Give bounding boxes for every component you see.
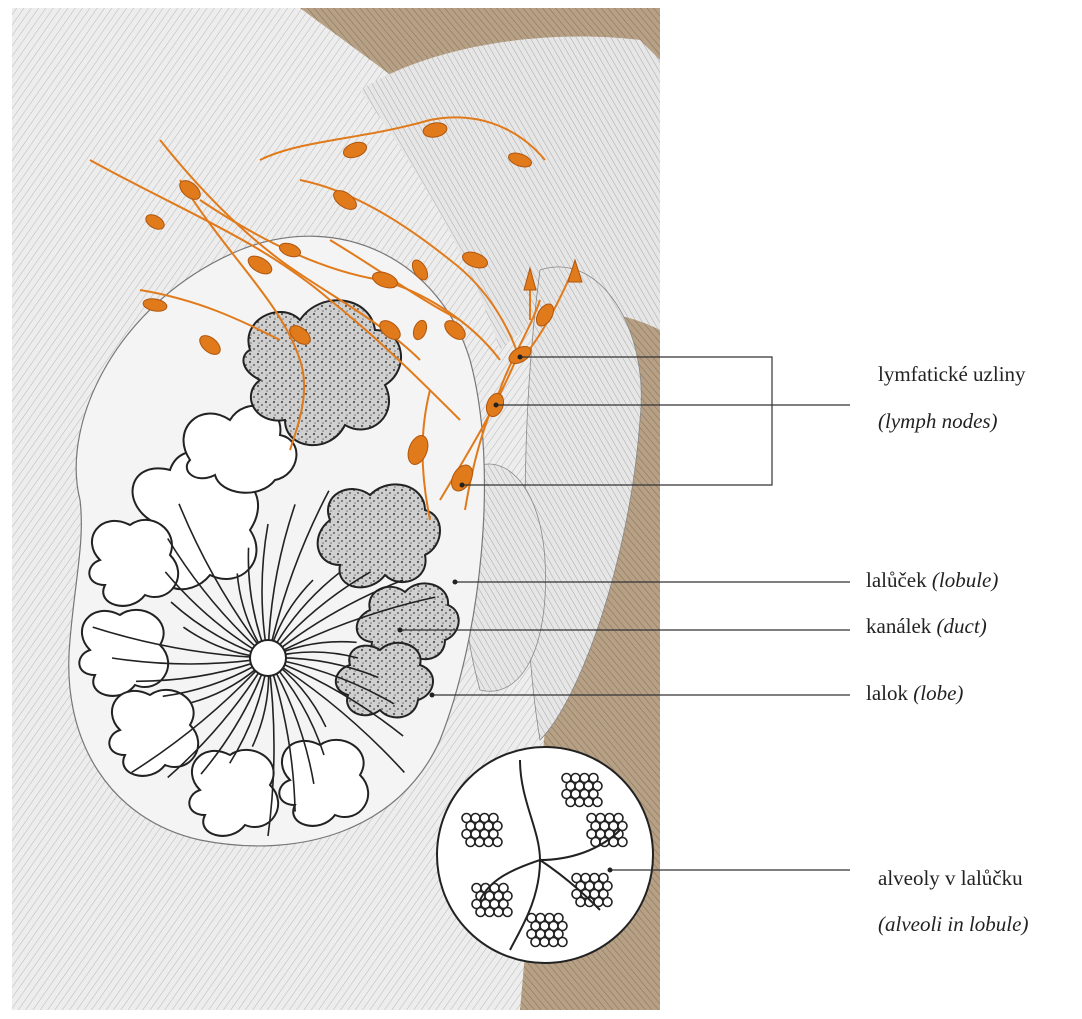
- alveolus: [540, 938, 549, 947]
- alveolus: [575, 798, 584, 807]
- alveolus: [603, 898, 612, 907]
- label-duct-en: (duct): [937, 614, 987, 638]
- label-lobule: lalůček (lobule): [866, 570, 998, 591]
- label-alveoli-cz: alveoly v lalůčku: [878, 866, 1023, 890]
- alveolus: [531, 938, 540, 947]
- alveolus: [494, 908, 503, 917]
- label-lobule-en: (lobule): [932, 568, 998, 592]
- alveolus: [493, 838, 502, 847]
- alveolus: [475, 838, 484, 847]
- label-lymph-nodes: lymfatické uzliny: [878, 364, 1026, 385]
- label-alveoli-en: (alveoli in lobule): [878, 914, 1028, 935]
- alveolus: [476, 908, 485, 917]
- label-duct: kanálek (duct): [866, 616, 987, 637]
- nipple: [250, 640, 286, 676]
- label-lymph-nodes-en-text: (lymph nodes): [878, 409, 998, 433]
- alveolus: [558, 938, 567, 947]
- label-duct-cz: kanálek: [866, 614, 931, 638]
- alveolus: [576, 898, 585, 907]
- label-lobe-cz: lalok: [866, 681, 908, 705]
- alveolus: [593, 798, 602, 807]
- label-lymph-nodes-cz: lymfatické uzliny: [878, 362, 1026, 386]
- alveolus: [485, 908, 494, 917]
- label-lobule-cz: lalůček: [866, 568, 927, 592]
- alveolus: [584, 798, 593, 807]
- label-lobe-en: (lobe): [913, 681, 963, 705]
- alveolus: [503, 908, 512, 917]
- alveoli-inset: [437, 747, 653, 963]
- label-lymph-nodes-en: (lymph nodes): [878, 411, 998, 432]
- label-alveoli: alveoly v lalůčku: [878, 868, 1023, 889]
- alveolus: [466, 838, 475, 847]
- alveolus: [549, 938, 558, 947]
- label-lobe: lalok (lobe): [866, 683, 963, 704]
- alveolus: [618, 838, 627, 847]
- alveolus: [484, 838, 493, 847]
- label-alveoli-en-text: (alveoli in lobule): [878, 912, 1028, 936]
- alveolus: [566, 798, 575, 807]
